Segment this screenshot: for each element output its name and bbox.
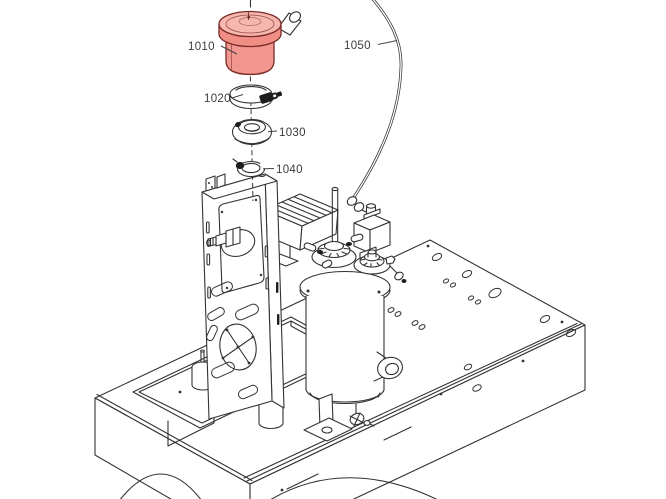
separator-tank (299, 270, 403, 442)
plate-top-tab (216, 173, 226, 189)
platform-slot (383, 426, 412, 441)
callout-1010[interactable]: 1010 (188, 41, 215, 53)
tank-top-valve-right (353, 249, 407, 283)
drain-valve (349, 403, 375, 427)
callout-1050[interactable]: 1050 (344, 40, 371, 52)
plate-front-face (201, 173, 273, 420)
hose-clamp-1020 (229, 84, 283, 110)
canister-1010-highlighted-part[interactable] (218, 10, 303, 76)
front-right-arch-cutout (270, 477, 438, 499)
callout-1040[interactable]: 1040 (276, 164, 303, 176)
riser-pipe (331, 186, 339, 249)
hose-elbow-fitting (346, 196, 367, 213)
canister-lid-top[interactable] (218, 10, 282, 38)
canister-body[interactable] (225, 37, 275, 76)
callouts: 1010 1020 1030 1040 1050 (188, 40, 398, 176)
front-left-arch-cutout (119, 473, 202, 499)
callout-1030[interactable]: 1030 (279, 127, 306, 139)
tank-bracket (303, 393, 353, 442)
panel-fitting (206, 226, 241, 248)
leader-1010 (220, 45, 238, 55)
plate-cutouts (206, 281, 259, 400)
leader-1050 (377, 40, 398, 45)
mounting-plate (201, 173, 285, 420)
plate-edge-slots (205, 221, 280, 325)
leader-1030 (267, 130, 278, 133)
tank-top-valve-left (303, 233, 364, 269)
plate-top-tab (205, 175, 216, 192)
callout-1020[interactable]: 1020 (204, 93, 231, 105)
clamp-screw (259, 91, 283, 104)
platform-front-right-face (249, 324, 586, 499)
platform-front-left-face (94, 397, 251, 499)
plate-fan-opening (219, 323, 257, 371)
leader-1020 (231, 94, 244, 99)
retaining-ring-1040 (232, 158, 266, 178)
grommet-1030 (231, 118, 273, 146)
tank-body (305, 296, 385, 403)
hose-1050 (352, 0, 403, 198)
platform-slot (286, 473, 319, 490)
tank-side-port (373, 351, 403, 382)
platform-holes (387, 252, 577, 392)
